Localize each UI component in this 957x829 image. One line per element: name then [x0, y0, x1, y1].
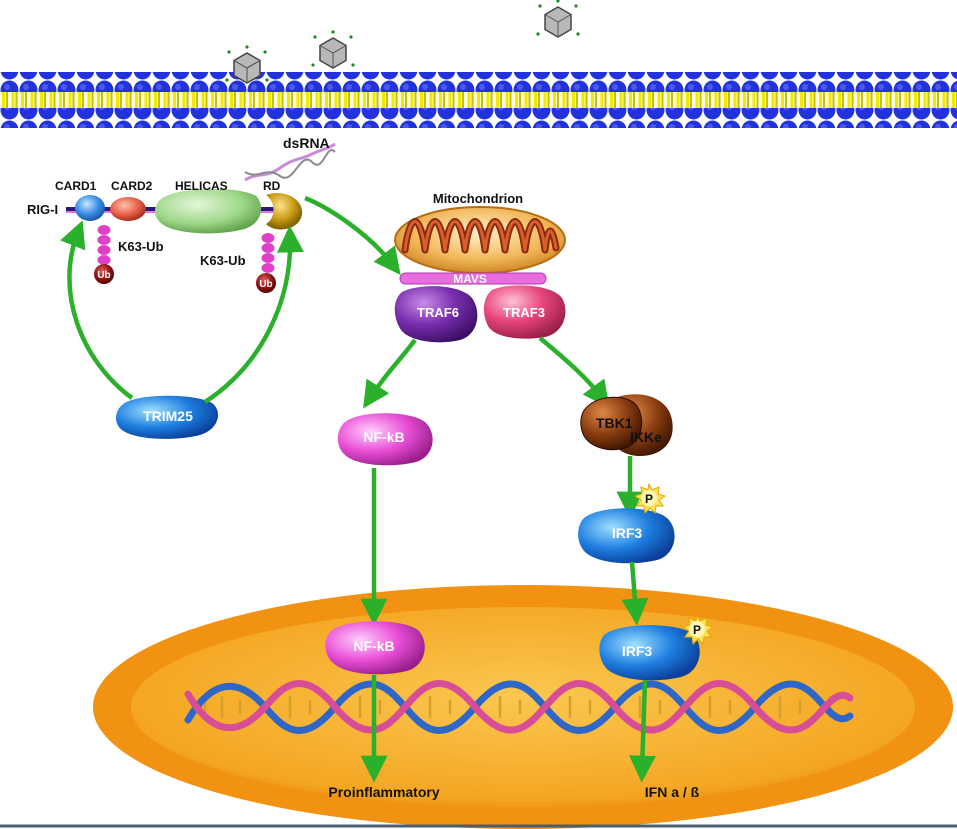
dsrna-strand	[244, 142, 336, 182]
k63-ub-chain-right	[261, 233, 275, 273]
phosphate-icon: P	[633, 482, 667, 515]
card2-domain	[110, 197, 146, 221]
trim25-label: TRIM25	[143, 408, 193, 424]
k63-ub-left-label: K63-Ub	[118, 239, 164, 254]
p-cytoplasm-label: P	[645, 492, 653, 506]
arrow-trim25-to-rd	[203, 225, 304, 404]
nfkb-nucleus-protein	[325, 621, 425, 675]
arrow-trim25-to-card	[60, 220, 134, 400]
card1-domain	[75, 195, 105, 221]
traf6-protein	[394, 286, 478, 343]
arrow-irf3-to-nucleus	[621, 561, 649, 626]
k63-ub-right-label: K63-Ub	[200, 253, 246, 268]
rig-i-label: RIG-I	[27, 202, 58, 217]
virus-icon	[225, 45, 269, 84]
helicas-label: HELICAS	[175, 179, 228, 193]
nfkb-cytoplasm-protein	[337, 413, 433, 466]
dna-helix-icon	[184, 680, 854, 734]
nfkb-nucleus-label: NF-kB	[353, 638, 394, 654]
nfkb-cytoplasm-label: NF-kB	[363, 429, 404, 445]
virus-icon	[311, 30, 355, 69]
irf3-cytoplasm-label: IRF3	[612, 525, 643, 541]
phosphate-icon: P	[681, 613, 715, 646]
dsrna-label: dsRNA	[283, 135, 330, 151]
mitochondrion-label: Mitochondrion	[433, 191, 523, 206]
mavs-bar	[399, 272, 547, 285]
traf3-label: TRAF3	[503, 305, 545, 320]
ikke-label: IKKe	[630, 429, 662, 445]
tbk1-label: TBK1	[596, 415, 633, 431]
traf6-label: TRAF6	[417, 305, 459, 320]
ifn-label: IFN a / ß	[645, 784, 700, 800]
proinflammatory-label: Proinflammatory	[328, 784, 439, 800]
arrow-traf3-to-tbk1	[538, 336, 610, 409]
irf3-nucleus-label: IRF3	[622, 643, 653, 659]
traf3-protein	[483, 285, 566, 339]
arrow-rd-to-mavs	[304, 195, 401, 275]
mitochondrion-icon	[394, 206, 566, 274]
nucleus	[93, 585, 953, 829]
p-nucleus-label: P	[693, 623, 701, 637]
mavs-label: MAVS	[453, 272, 487, 286]
ubiquitin-icon: Ub	[94, 264, 114, 284]
helicase-domain	[155, 188, 262, 234]
ubiquitin-icon: Ub	[256, 273, 276, 293]
irf3-nucleus-protein	[599, 625, 700, 681]
ub-left-label: Ub	[97, 270, 110, 281]
tbk1-protein	[580, 396, 643, 451]
cell-membrane	[0, 72, 957, 128]
arrow-irf3-to-ifn	[628, 679, 656, 783]
card1-label: CARD1	[55, 179, 97, 193]
rd-label: RD	[263, 179, 281, 193]
trim25-protein	[116, 395, 219, 439]
rd-domain	[266, 192, 303, 230]
irf3-cytoplasm-protein	[578, 508, 675, 564]
arrow-traf6-to-nfkb	[363, 338, 417, 409]
k63-ub-chain-left	[97, 225, 111, 265]
card2-label: CARD2	[111, 179, 153, 193]
ub-right-label: Ub	[259, 279, 272, 290]
virus-icon	[536, 0, 580, 38]
